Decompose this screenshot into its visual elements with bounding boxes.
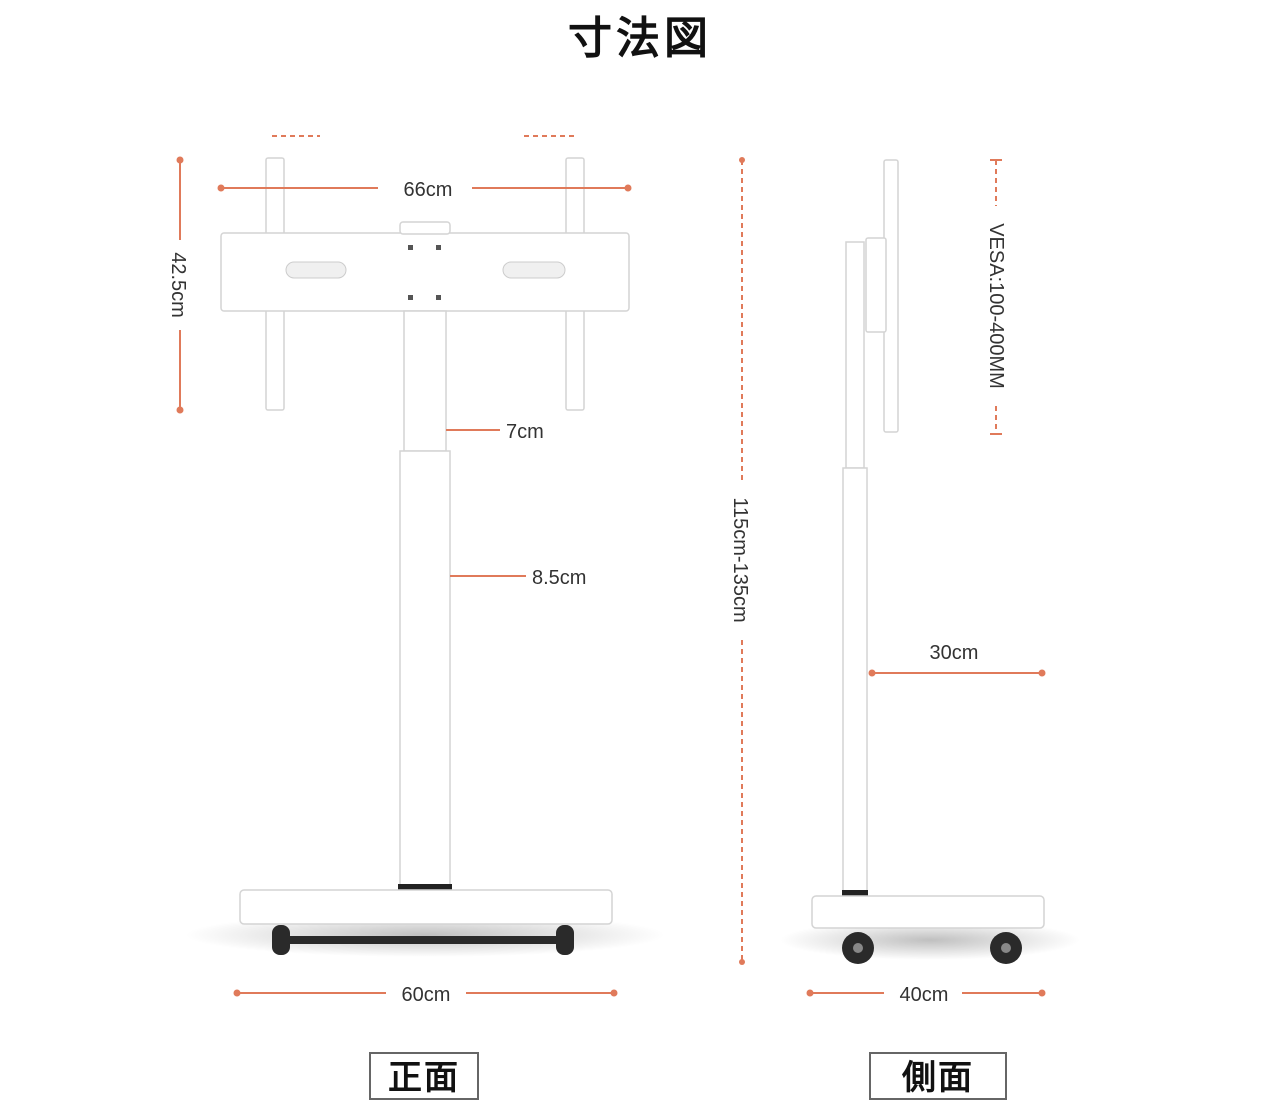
front-mount-plate bbox=[220, 232, 630, 312]
front-base bbox=[239, 889, 613, 925]
dim-label-30: 30cm bbox=[930, 642, 979, 664]
side-base bbox=[811, 895, 1045, 929]
dim-label-total-height: 115cm-135cm bbox=[729, 497, 751, 622]
front-pole-lower bbox=[399, 450, 451, 892]
side-pole-lower bbox=[842, 467, 868, 897]
front-dim-60: 60cm bbox=[233, 984, 618, 1006]
dim-label-vesa: VESA:100-400MM bbox=[985, 223, 1007, 389]
page-title: 寸法図 bbox=[568, 13, 712, 64]
front-pole-upper bbox=[403, 310, 447, 452]
side-view-stand bbox=[780, 159, 1080, 964]
dim-label-8-5: 8.5cm bbox=[532, 567, 586, 589]
front-dim-7: 7cm bbox=[446, 421, 544, 443]
side-pole-upper bbox=[845, 241, 865, 469]
front-pole-collar bbox=[398, 884, 452, 894]
front-mount-top-clip bbox=[399, 221, 451, 235]
dim-label-42-5: 42.5cm bbox=[167, 252, 189, 318]
front-dim-8-5: 8.5cm bbox=[450, 567, 586, 589]
front-dim-66: 66cm bbox=[217, 135, 632, 201]
front-wheel-axle bbox=[290, 936, 556, 944]
front-mount-slot-left bbox=[285, 261, 347, 279]
front-dim-42-5: 42.5cm bbox=[167, 156, 189, 414]
side-view-label: 側面 bbox=[869, 1052, 1007, 1100]
side-pole-collar bbox=[842, 890, 868, 900]
side-dim-vesa: VESA:100-400MM bbox=[985, 159, 1007, 435]
dim-label-66: 66cm bbox=[404, 179, 453, 201]
dim-label-40: 40cm bbox=[900, 984, 949, 1006]
side-mount-bracket bbox=[865, 237, 887, 333]
dim-total-height: 115cm-135cm bbox=[729, 157, 751, 965]
front-view-stand bbox=[185, 157, 665, 957]
front-view-label: 正面 bbox=[369, 1052, 479, 1100]
front-wheel-right bbox=[556, 925, 574, 955]
dim-label-7: 7cm bbox=[506, 421, 544, 443]
front-wheel-left bbox=[272, 925, 290, 955]
side-dim-30: 30cm bbox=[868, 642, 1046, 677]
side-dim-40: 40cm bbox=[806, 984, 1046, 1006]
dim-label-60: 60cm bbox=[402, 984, 451, 1006]
front-mount-slot-right bbox=[502, 261, 566, 279]
front-mount-bolts bbox=[408, 245, 441, 300]
